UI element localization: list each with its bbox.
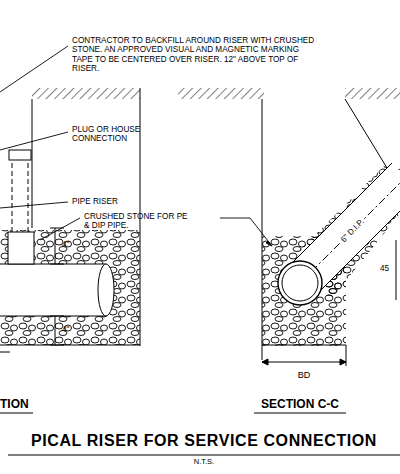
underline — [254, 412, 346, 413]
dimension-line — [262, 362, 346, 363]
leader-line — [0, 132, 68, 150]
pipe-wall — [314, 211, 400, 297]
pipe-riser — [12, 160, 13, 232]
dimension-arrow — [262, 359, 346, 365]
angle-label: 45 — [378, 264, 391, 273]
ground-surface — [32, 88, 400, 99]
underline — [0, 412, 33, 413]
dimension-label: 4" — [62, 240, 69, 249]
riser-tee — [8, 232, 34, 264]
riser-plug — [9, 150, 31, 160]
angle-dimension — [396, 240, 397, 300]
ground-hatch — [178, 88, 264, 99]
pipe-riser — [28, 160, 29, 232]
dimension-label: 4" — [62, 325, 69, 334]
dimension-label: BD — [298, 370, 311, 380]
leader-arrow — [266, 241, 272, 246]
note-text: CONTRACTOR TO BACKFILL AROUND RISER WITH… — [72, 36, 317, 74]
ground-hatch — [345, 88, 400, 99]
section-title: SECTION C-C — [261, 398, 339, 412]
leader-line — [0, 202, 68, 208]
callout-label: PIPE RISER — [72, 197, 118, 206]
leader-line — [220, 218, 272, 246]
main-pipe — [278, 261, 322, 305]
title-underlines — [0, 413, 400, 455]
scale-note: N.T.S. — [194, 458, 214, 467]
leader-line — [40, 218, 80, 240]
dimension-line — [0, 352, 10, 353]
dimension-line — [55, 228, 56, 264]
pipe-fill — [0, 264, 106, 316]
trench-bottom — [0, 345, 140, 346]
section-title: TION — [0, 398, 29, 412]
callout-label: CRUSHED STONE FOR PE & DIP PIPE. — [84, 212, 194, 231]
crushed-stone — [0, 230, 140, 345]
dimension-tick — [50, 316, 64, 317]
trench-bottom — [262, 345, 346, 346]
underline — [8, 454, 400, 455]
dimension-tick — [50, 264, 64, 265]
pipe-wall — [286, 163, 392, 269]
pipe-end — [98, 264, 114, 316]
leader-lines — [0, 46, 272, 246]
main-pipe-inner — [282, 265, 318, 301]
section-c-c — [262, 99, 400, 366]
dimension-extension — [346, 345, 347, 366]
dimension-line — [55, 316, 56, 345]
trench-wall — [32, 99, 33, 228]
pipe-wall — [0, 316, 106, 317]
callout-label: PLUG OR HOUSE CONNECTION — [72, 125, 172, 144]
dimension-tick — [50, 345, 64, 346]
leader-line — [0, 46, 68, 92]
drawing-title: PICAL RISER FOR SERVICE CONNECTION — [31, 432, 377, 450]
ground-hatch — [32, 88, 140, 99]
